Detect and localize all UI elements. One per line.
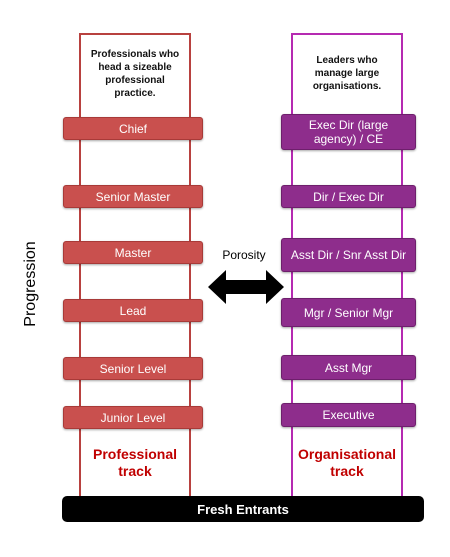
porosity-label: Porosity bbox=[222, 248, 266, 262]
organisational-rung-executive: Executive bbox=[281, 403, 416, 427]
professional-ladder-right-rail bbox=[189, 33, 191, 496]
professional-rung-senior-master: Senior Master bbox=[63, 185, 203, 208]
professional-ladder-top-bar bbox=[79, 33, 191, 35]
professional-track-title-line1: Professional bbox=[92, 446, 178, 462]
organisational-ladder-top-bar bbox=[291, 33, 403, 35]
fresh-entrants-label: Fresh Entrants bbox=[197, 501, 289, 517]
professional-rung-senior-level: Senior Level bbox=[63, 357, 203, 380]
progression-axis-label: Progression bbox=[22, 241, 39, 327]
professional-ladder-left-rail bbox=[79, 33, 81, 496]
organisational-rung-dir-exec-dir: Dir / Exec Dir bbox=[281, 185, 416, 208]
organisational-track-title-line1: Organisational bbox=[297, 446, 397, 462]
organisational-rung-mgr-senior-mgr: Mgr / Senior Mgr bbox=[281, 298, 416, 327]
organisational-rung-asst-mgr: Asst Mgr bbox=[281, 355, 416, 380]
organisational-track-title-line2: track bbox=[330, 463, 364, 479]
organisational-track-description: Leaders who manage large organisations. bbox=[312, 55, 382, 92]
organisational-rung-asst-dir: Asst Dir / Snr Asst Dir bbox=[281, 238, 416, 272]
professional-track-title: Professional track bbox=[76, 446, 194, 480]
professional-rung-junior-level: Junior Level bbox=[63, 406, 203, 429]
double-headed-arrow-icon bbox=[208, 270, 284, 304]
fresh-entrants-base: Fresh Entrants bbox=[62, 496, 424, 522]
professional-rung-master: Master bbox=[63, 241, 203, 264]
professional-rung-chief: Chief bbox=[63, 117, 203, 140]
organisational-rung-exec-dir: Exec Dir (large agency) / CE bbox=[281, 114, 416, 150]
professional-rung-lead: Lead bbox=[63, 299, 203, 322]
organisational-track-title: Organisational track bbox=[288, 446, 406, 480]
professional-track-title-line2: track bbox=[118, 463, 152, 479]
professional-track-description: Professionals who head a sizeable profes… bbox=[90, 49, 180, 99]
